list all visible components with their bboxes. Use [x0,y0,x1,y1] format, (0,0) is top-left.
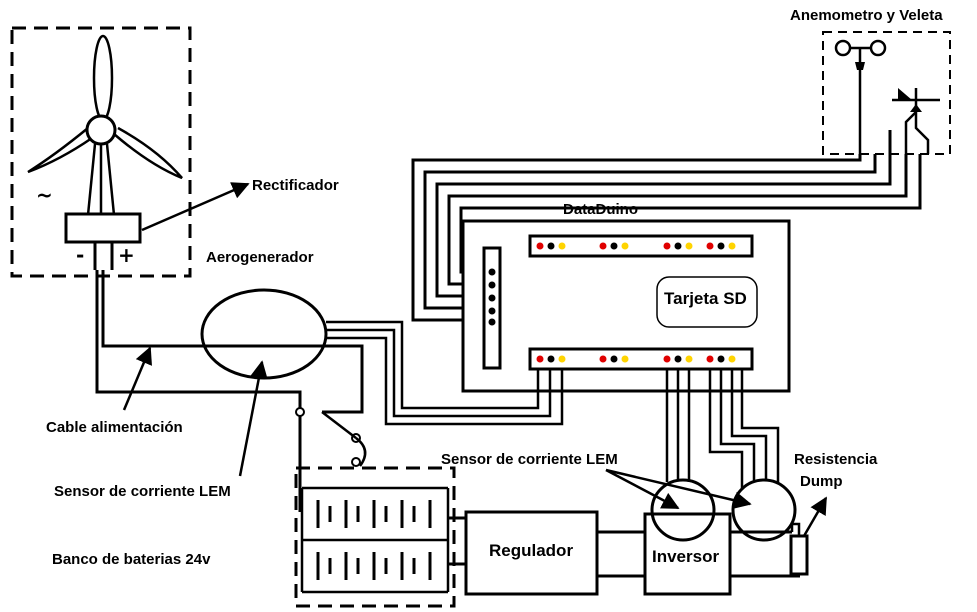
top-header [528,234,754,258]
rectificador-arrow [141,182,250,232]
regulador-box [464,510,599,596]
aerogenerador-label: Aerogenerador [206,249,314,266]
dataduino-label: DataDuino [563,201,638,218]
anemometer-icon [834,39,887,154]
switch [295,407,367,467]
minus-symbol: - [76,243,84,267]
cable-label: Cable alimentación [46,419,183,436]
power-cable-bottom [95,270,302,512]
bottom-header [528,347,754,371]
sd-card [656,276,758,328]
sensor-right-arrow-1 [605,468,680,510]
banco-label: Banco de baterias 24v [52,551,211,568]
anemometro-enclosure [822,31,951,155]
sensor-right-label: Sensor de corriente LEM [441,451,618,468]
wind-vane-icon [892,88,940,154]
sensor-right-arrow-2 [605,468,752,509]
battery-cells [300,486,450,594]
left-header-pins [488,268,496,326]
lem-sensor-inverter [650,478,716,542]
lem-sensor-left [200,288,328,380]
sensor-left-arrow [238,360,268,477]
lem-sensor-dump [731,478,797,542]
cable-arrow [122,346,152,411]
sensor-left-label: Sensor de corriente LEM [54,483,231,500]
wind-turbine [27,34,183,216]
resistencia-label: Resistencia [794,451,878,468]
dump-resistor [789,534,809,576]
bottom-header-pins [536,355,736,363]
tilde-symbol: ~ [36,183,53,207]
regulador-label: Regulador [489,541,573,560]
dump-arrow [802,496,828,537]
turbine-enclosure [10,26,192,278]
plus-symbol: + [118,243,135,267]
tarjeta-sd-label: Tarjeta SD [664,289,747,308]
inversor-label: Inversor [652,547,719,566]
dump-label: Dump [800,473,843,490]
battery-enclosure [294,466,456,608]
anemometro-label: Anemometro y Veleta [790,7,943,24]
rectifier-box [64,212,142,244]
top-header-pins [536,242,736,250]
rectificador-label: Rectificador [252,177,339,194]
